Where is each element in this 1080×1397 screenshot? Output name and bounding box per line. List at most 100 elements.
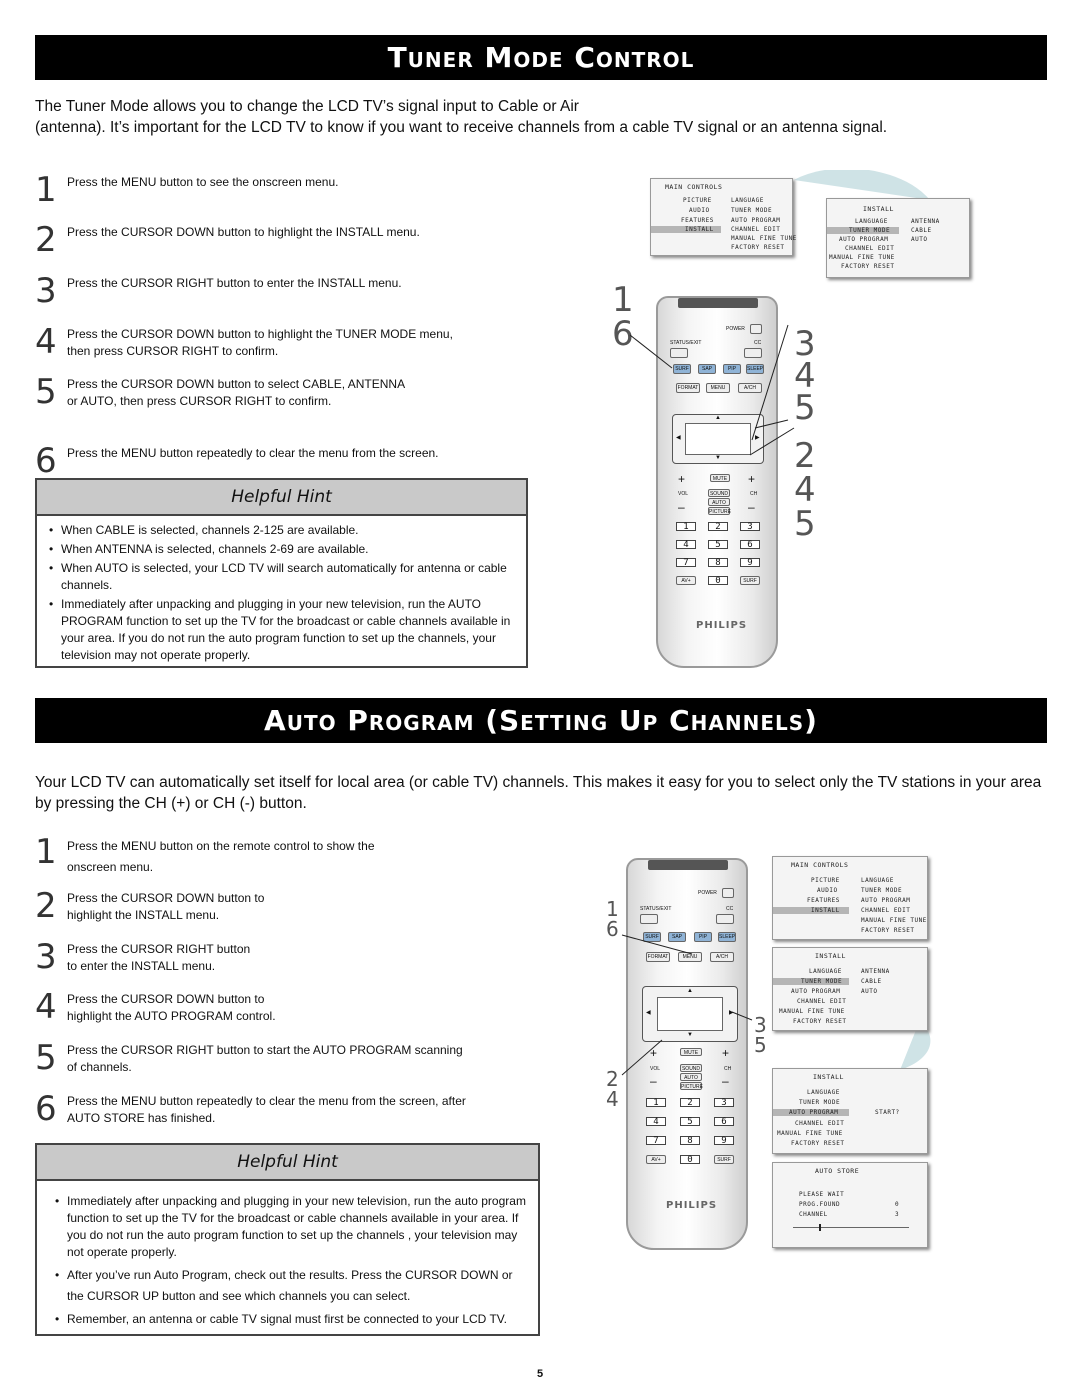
osd-item-selected: INSTALL	[773, 907, 849, 914]
vol-plus-icon[interactable]: +	[678, 472, 686, 486]
auto-program-intro: Your LCD TV can automatically set itself…	[35, 774, 1042, 812]
osd-item: LANGUAGE	[731, 197, 764, 204]
surf-button-bottom[interactable]: SURF	[714, 1155, 734, 1164]
osd-option: AUTO	[861, 988, 878, 995]
digit-key-0[interactable]: 0	[680, 1155, 700, 1165]
pip-button[interactable]: PIP	[723, 364, 741, 374]
cc-button[interactable]	[744, 348, 762, 358]
digit-key-1[interactable]: 1	[646, 1098, 666, 1108]
auto-button[interactable]: AUTO	[708, 498, 730, 506]
surf-button[interactable]: SURF	[673, 364, 691, 374]
cursor-dpad[interactable]: ▲ ▼ ◀ ▶	[672, 414, 764, 464]
cursor-down-icon[interactable]: ▼	[687, 1032, 693, 1038]
osd-item-selected: TUNER MODE	[773, 978, 849, 985]
sound-button[interactable]: SOUND	[708, 489, 730, 497]
power-button[interactable]	[750, 324, 762, 334]
step-number: 1	[35, 832, 57, 872]
digit-key-8[interactable]: 8	[680, 1136, 700, 1146]
digit-key-9[interactable]: 9	[714, 1136, 734, 1146]
vol-minus-icon[interactable]: –	[650, 1074, 657, 1088]
status-exit-button[interactable]	[640, 914, 658, 924]
format-button[interactable]: FORMAT	[646, 952, 670, 962]
av-plus-button[interactable]: AV+	[646, 1155, 666, 1164]
sap-button[interactable]: SAP	[668, 932, 686, 942]
format-button[interactable]: FORMAT	[676, 383, 700, 393]
osd-option: CABLE	[861, 978, 882, 985]
ach-button[interactable]: A/CH	[710, 952, 734, 962]
osd-item: AUTO PROGRAM	[861, 897, 911, 904]
digit-key-2[interactable]: 2	[708, 522, 728, 532]
digit-key-3[interactable]: 3	[714, 1098, 734, 1108]
osd-option: AUTO	[911, 236, 928, 243]
tuner-step-1: 1 Press the MENU button to see the onscr…	[35, 172, 338, 208]
cursor-right-icon[interactable]: ▶	[755, 435, 760, 441]
dpad-center	[657, 997, 723, 1031]
vol-plus-icon[interactable]: +	[650, 1046, 658, 1060]
menu-button[interactable]: MENU	[678, 952, 702, 962]
sleep-button[interactable]: SLEEP	[718, 932, 736, 942]
digit-key-7[interactable]: 7	[646, 1136, 666, 1146]
sleep-button[interactable]: SLEEP	[746, 364, 764, 374]
callout-number: 3	[754, 1013, 767, 1037]
mute-button[interactable]: MUTE	[710, 474, 730, 482]
step-number: 2	[35, 886, 57, 926]
cc-label: CC	[754, 340, 762, 346]
auto-button[interactable]: AUTO	[680, 1073, 702, 1081]
digit-key-3[interactable]: 3	[740, 522, 760, 532]
osd-item: CHANNEL EDIT	[797, 998, 847, 1005]
pip-button[interactable]: PIP	[694, 932, 712, 942]
status-exit-button[interactable]	[670, 348, 688, 358]
sound-button[interactable]: SOUND	[680, 1064, 702, 1072]
sap-button[interactable]: SAP	[698, 364, 716, 374]
section-title-text: Tuner Mode Control	[387, 41, 695, 74]
osd-item: LANGUAGE	[809, 968, 842, 975]
ach-button[interactable]: A/CH	[738, 383, 762, 393]
digit-key-1[interactable]: 1	[676, 522, 696, 532]
page-number: 5	[536, 1368, 544, 1380]
ch-plus-icon[interactable]: +	[722, 1046, 730, 1060]
osd-install-auto-program: INSTALL LANGUAGE TUNER MODE AUTO PROGRAM…	[772, 1068, 928, 1154]
cursor-right-icon[interactable]: ▶	[729, 1010, 734, 1016]
av-plus-button[interactable]: AV+	[676, 576, 696, 585]
cursor-up-icon[interactable]: ▲	[687, 988, 693, 994]
osd-row-label: CHANNEL	[799, 1211, 828, 1218]
step-text-line: Press the CURSOR DOWN button to select C…	[67, 377, 406, 391]
osd-row-label: PROG.FOUND	[799, 1201, 841, 1208]
digit-key-4[interactable]: 4	[676, 540, 696, 550]
dpad-center	[685, 423, 751, 455]
digit-key-4[interactable]: 4	[646, 1117, 666, 1127]
surf-button[interactable]: SURF	[643, 932, 661, 942]
digit-key-5[interactable]: 5	[680, 1117, 700, 1127]
ch-plus-icon[interactable]: +	[748, 472, 756, 486]
cursor-up-icon[interactable]: ▲	[715, 415, 721, 421]
picture-button[interactable]: PICTURE	[708, 507, 731, 515]
digit-key-5[interactable]: 5	[708, 540, 728, 550]
digit-key-0[interactable]: 0	[708, 576, 728, 586]
surf-button-bottom[interactable]: SURF	[740, 576, 760, 585]
menu-button[interactable]: MENU	[706, 383, 730, 393]
digit-key-6[interactable]: 6	[714, 1117, 734, 1127]
digit-key-2[interactable]: 2	[680, 1098, 700, 1108]
digit-key-6[interactable]: 6	[740, 540, 760, 550]
vol-minus-icon[interactable]: –	[678, 500, 685, 514]
power-button[interactable]	[722, 888, 734, 898]
mute-button[interactable]: MUTE	[680, 1048, 702, 1056]
hint-item: When CABLE is selected, channels 2-125 a…	[49, 522, 514, 539]
ch-minus-icon[interactable]: –	[748, 500, 755, 514]
ch-minus-icon[interactable]: –	[722, 1074, 729, 1088]
cc-button[interactable]	[716, 914, 734, 924]
power-label: POWER	[726, 326, 745, 332]
cursor-down-icon[interactable]: ▼	[715, 455, 721, 461]
digit-key-9[interactable]: 9	[740, 558, 760, 568]
picture-button[interactable]: PICTURE	[680, 1082, 703, 1090]
osd-item: AUDIO	[817, 887, 838, 894]
cursor-left-icon[interactable]: ◀	[646, 1010, 651, 1016]
cursor-left-icon[interactable]: ◀	[676, 435, 681, 441]
step-number: 4	[35, 987, 57, 1027]
digit-key-8[interactable]: 8	[708, 558, 728, 568]
step-text-line: highlight the INSTALL menu.	[67, 908, 220, 922]
digit-key-7[interactable]: 7	[676, 558, 696, 568]
cursor-dpad[interactable]: ▲ ▼ ◀ ▶	[642, 986, 738, 1042]
